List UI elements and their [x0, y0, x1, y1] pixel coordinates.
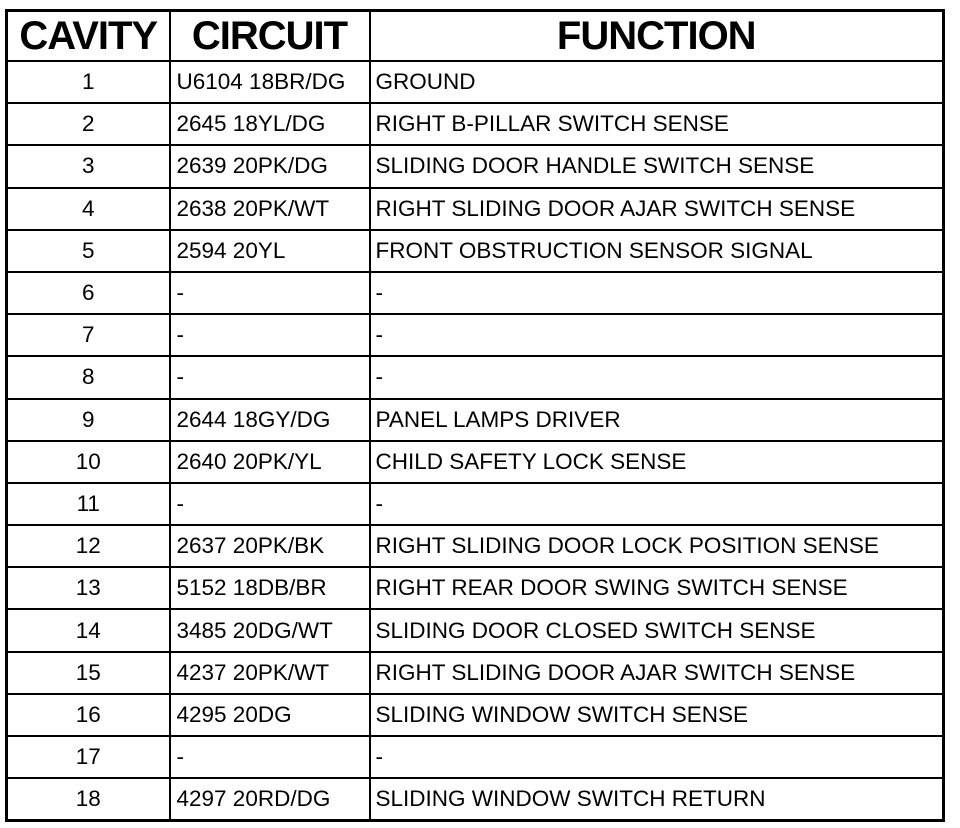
cavity-cell: 13 — [5, 566, 171, 611]
function-cell: - — [368, 481, 945, 527]
cavity-cell: 7 — [5, 313, 171, 358]
cavity-cell: 9 — [5, 397, 171, 442]
circuit-column-header: CIRCUIT — [168, 9, 371, 62]
function-cell: - — [368, 313, 945, 358]
cavity-cell: 10 — [5, 439, 171, 484]
circuit-cell: - — [168, 355, 371, 400]
function-cell: SLIDING DOOR CLOSED SWITCH SENSE — [368, 608, 945, 653]
cavity-cell: 4 — [5, 186, 171, 231]
cavity-cell: 3 — [5, 144, 171, 189]
cavity-cell: 18 — [5, 777, 171, 822]
cavity-cell: 15 — [5, 650, 171, 695]
circuit-cell: 4297 20RD/DG — [168, 777, 371, 822]
cavity-cell: 11 — [5, 481, 171, 527]
function-cell: FRONT OBSTRUCTION SENSOR SIGNAL — [368, 228, 945, 273]
cavity-cell: 1 — [5, 59, 171, 105]
cavity-cell: 17 — [5, 734, 171, 780]
function-cell: - — [368, 270, 945, 316]
circuit-cell: 3485 20DG/WT — [168, 608, 371, 653]
function-cell: RIGHT SLIDING DOOR LOCK POSITION SENSE — [368, 524, 945, 569]
function-cell: RIGHT SLIDING DOOR AJAR SWITCH SENSE — [368, 186, 945, 231]
function-cell: RIGHT REAR DOOR SWING SWITCH SENSE — [368, 566, 945, 611]
circuit-cell: 2637 20PK/BK — [168, 524, 371, 569]
table-row: 11-- — [5, 481, 945, 527]
circuit-cell: 5152 18DB/BR — [168, 566, 371, 611]
cavity-cell: 5 — [5, 228, 171, 273]
circuit-cell: - — [168, 270, 371, 316]
cavity-cell: 2 — [5, 102, 171, 147]
cavity-cell: 12 — [5, 524, 171, 569]
cavity-cell: 6 — [5, 270, 171, 316]
circuit-cell: 2594 20YL — [168, 228, 371, 273]
circuit-cell: - — [168, 481, 371, 527]
function-cell: SLIDING DOOR HANDLE SWITCH SENSE — [368, 144, 945, 189]
circuit-cell: 2640 20PK/YL — [168, 439, 371, 484]
cavity-column-header: CAVITY — [5, 9, 171, 62]
table-row: 17-- — [5, 734, 945, 780]
circuit-cell: 4237 20PK/WT — [168, 650, 371, 695]
table-row: 6-- — [5, 270, 945, 316]
table-header: CAVITY CIRCUIT FUNCTION — [5, 9, 945, 62]
circuit-cell: - — [168, 734, 371, 780]
function-cell: RIGHT B-PILLAR SWITCH SENSE — [368, 102, 945, 147]
circuit-cell: 2644 18GY/DG — [168, 397, 371, 442]
circuit-cell: 4295 20DG — [168, 692, 371, 738]
circuit-cell: 2639 20PK/DG — [168, 144, 371, 189]
circuit-cell: 2645 18YL/DG — [168, 102, 371, 147]
function-cell: - — [368, 734, 945, 780]
function-cell: GROUND — [368, 59, 945, 105]
function-column-header: FUNCTION — [368, 9, 945, 62]
cavity-cell: 8 — [5, 355, 171, 400]
function-cell: SLIDING WINDOW SWITCH SENSE — [368, 692, 945, 738]
table-row: 7-- — [5, 313, 945, 358]
circuit-cell: 2638 20PK/WT — [168, 186, 371, 231]
function-cell: CHILD SAFETY LOCK SENSE — [368, 439, 945, 484]
function-cell: SLIDING WINDOW SWITCH RETURN — [368, 777, 945, 822]
header-row: CAVITY CIRCUIT FUNCTION — [5, 9, 945, 62]
function-cell: RIGHT SLIDING DOOR AJAR SWITCH SENSE — [368, 650, 945, 695]
circuit-cell: U6104 18BR/DG — [168, 59, 371, 105]
function-cell: PANEL LAMPS DRIVER — [368, 397, 945, 442]
cavity-cell: 14 — [5, 608, 171, 653]
cavity-cell: 16 — [5, 692, 171, 738]
function-cell: - — [368, 355, 945, 400]
table-row: 8-- — [5, 355, 945, 400]
circuit-cell: - — [168, 313, 371, 358]
